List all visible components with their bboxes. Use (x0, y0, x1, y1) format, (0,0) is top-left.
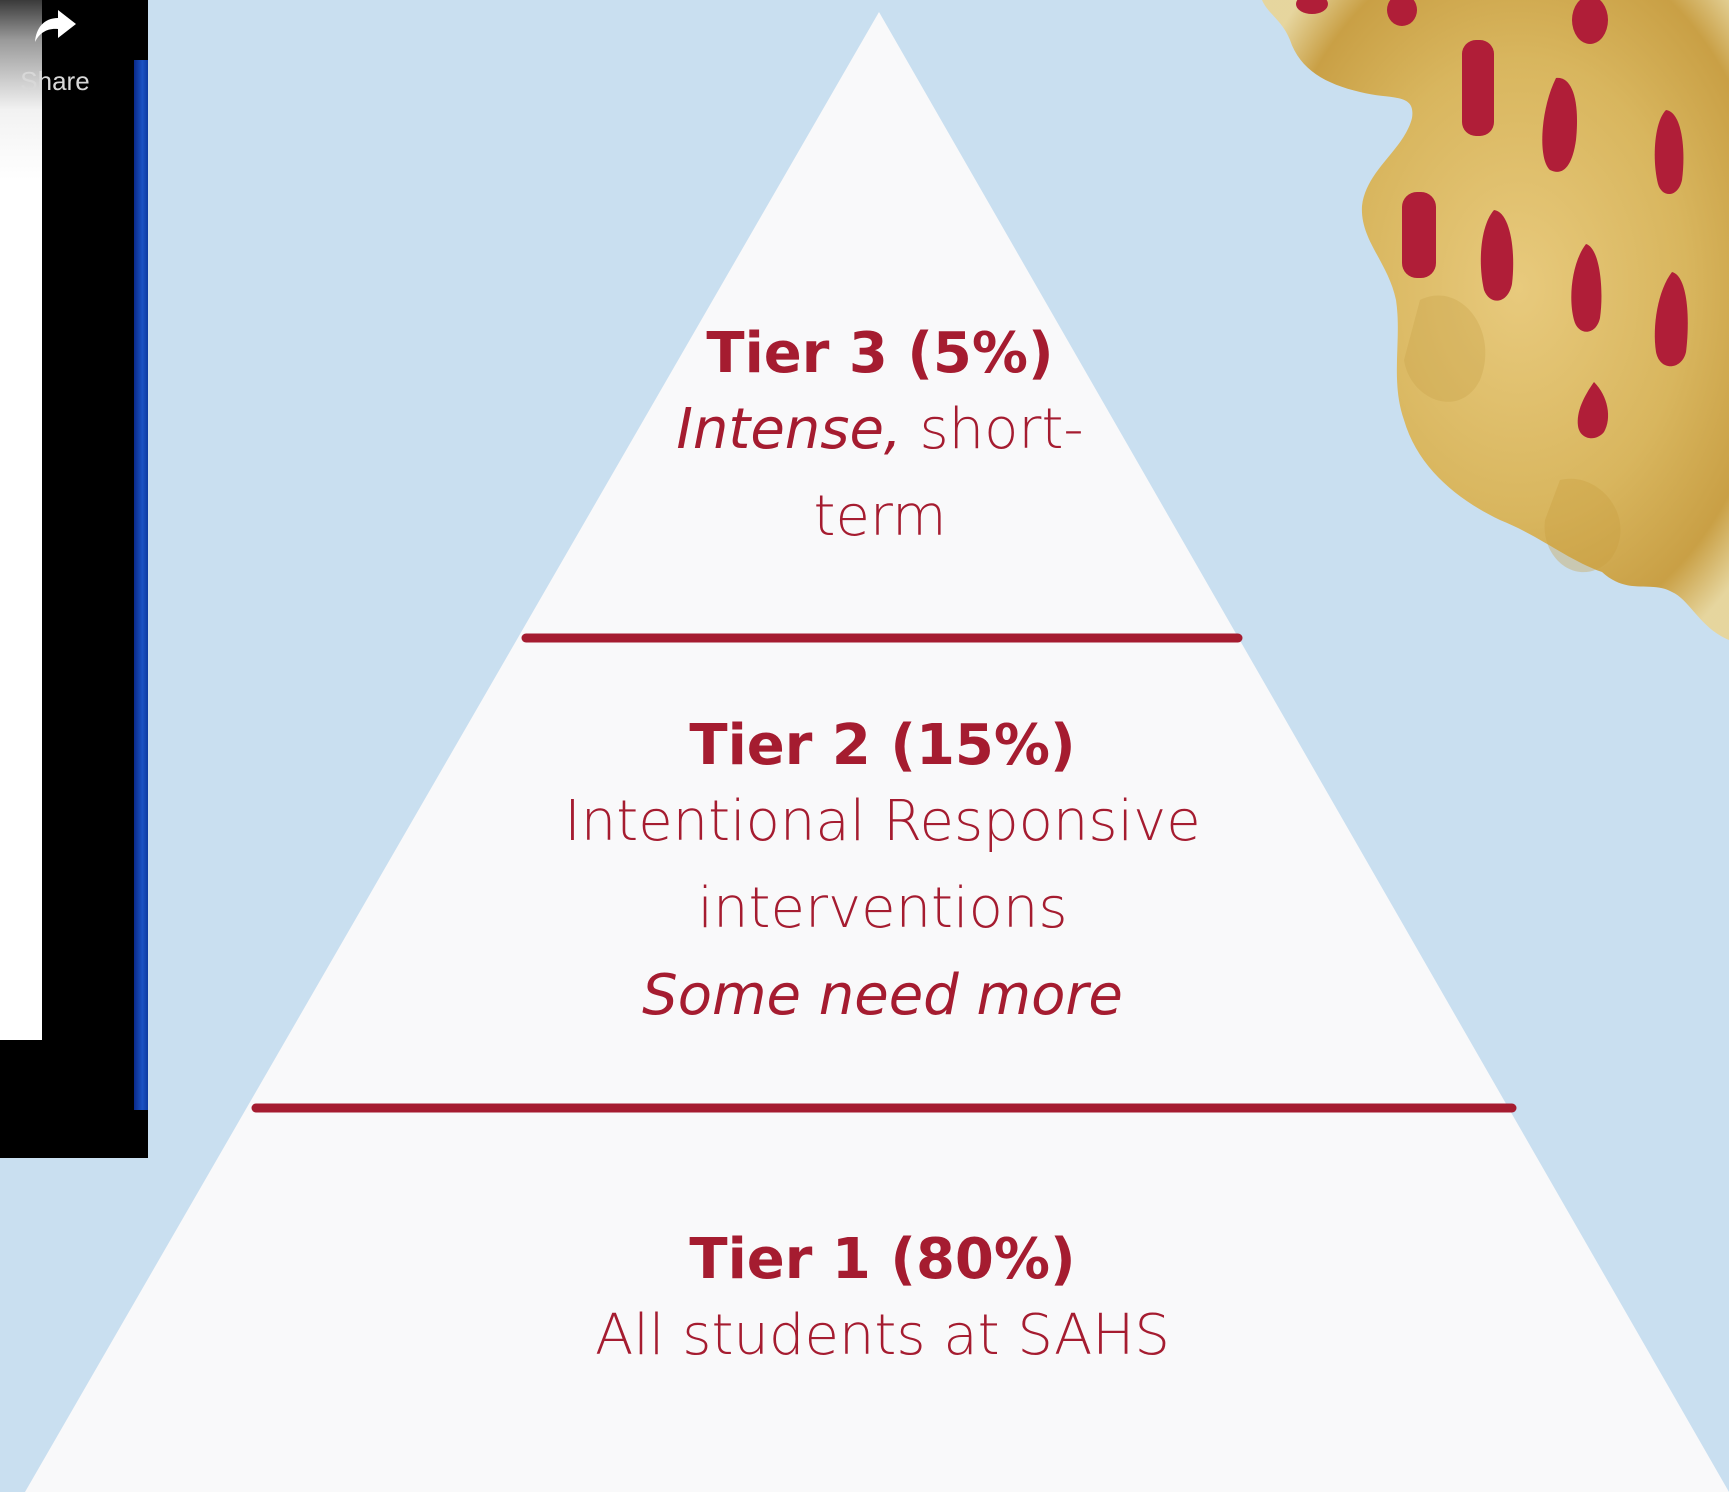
tier-2-description-line-2: interventions (697, 875, 1068, 941)
paint-drop (1654, 272, 1688, 367)
tier-3-description-line: Intense, short- (620, 387, 1140, 474)
tier-3-block: Tier 3 (5%) Intense, short- term (620, 320, 1140, 561)
tier-3-title: Tier 3 (5%) (706, 321, 1054, 386)
watercolor-stain (1404, 295, 1486, 402)
tier-2-description-line-3: Some need more (642, 962, 1123, 1028)
paint-drop (1480, 210, 1514, 301)
paint-drop (1577, 382, 1609, 439)
tier-2-description-line-1: Intentional Responsive (564, 789, 1201, 855)
tier-3-description-rest: short- (901, 397, 1084, 463)
tier-1-description-line: All students at SAHS (595, 1303, 1170, 1369)
tier-1-title: Tier 1 (80%) (689, 1227, 1076, 1292)
video-player-panel[interactable]: Share (0, 0, 148, 1158)
video-frame-edge (134, 60, 148, 1110)
paint-drop (1654, 110, 1684, 195)
tier-2-block: Tier 2 (15%) Intentional Responsive inte… (455, 712, 1310, 1040)
watercolor-blob (1262, 0, 1729, 640)
share-arrow-icon (35, 10, 76, 42)
watercolor-stain (1544, 478, 1621, 573)
paint-drop (1387, 0, 1417, 26)
pyramid-shape (25, 12, 1729, 1492)
tier-2-title: Tier 2 (15%) (689, 713, 1076, 778)
paint-drop (1402, 192, 1436, 278)
tier-3-description-line-2: term (813, 483, 947, 549)
paint-drops (1296, 0, 1688, 439)
share-label: Share (20, 66, 90, 96)
tier-3-emphasis: Intense, (676, 397, 902, 463)
paint-drop (1572, 0, 1608, 44)
share-button[interactable]: Share (12, 6, 102, 96)
tier-1-block: Tier 1 (80%) All students at SAHS (455, 1226, 1310, 1380)
video-screen (0, 0, 42, 1040)
paint-drop (1462, 40, 1494, 136)
paint-drop (1542, 77, 1578, 172)
paint-drop (1571, 244, 1602, 332)
paint-drop (1296, 0, 1328, 14)
